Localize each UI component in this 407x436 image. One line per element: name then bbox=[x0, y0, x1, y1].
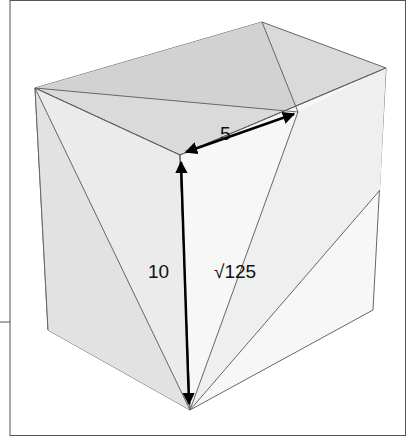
dimension-arrow bbox=[186, 114, 294, 152]
face-lines bbox=[35, 22, 386, 410]
left-triangle bbox=[35, 88, 190, 410]
right-face bbox=[180, 68, 386, 410]
dimension-label: 5 bbox=[220, 124, 231, 145]
top-triangle bbox=[35, 22, 298, 112]
dimension-label: 10 bbox=[148, 262, 169, 283]
dimension-label: √125 bbox=[214, 262, 256, 283]
frame bbox=[10, 1, 406, 436]
dimension-arrow bbox=[181, 162, 189, 404]
right-triangle bbox=[190, 68, 386, 410]
left-face bbox=[35, 88, 190, 410]
frame-tick bbox=[0, 322, 10, 323]
